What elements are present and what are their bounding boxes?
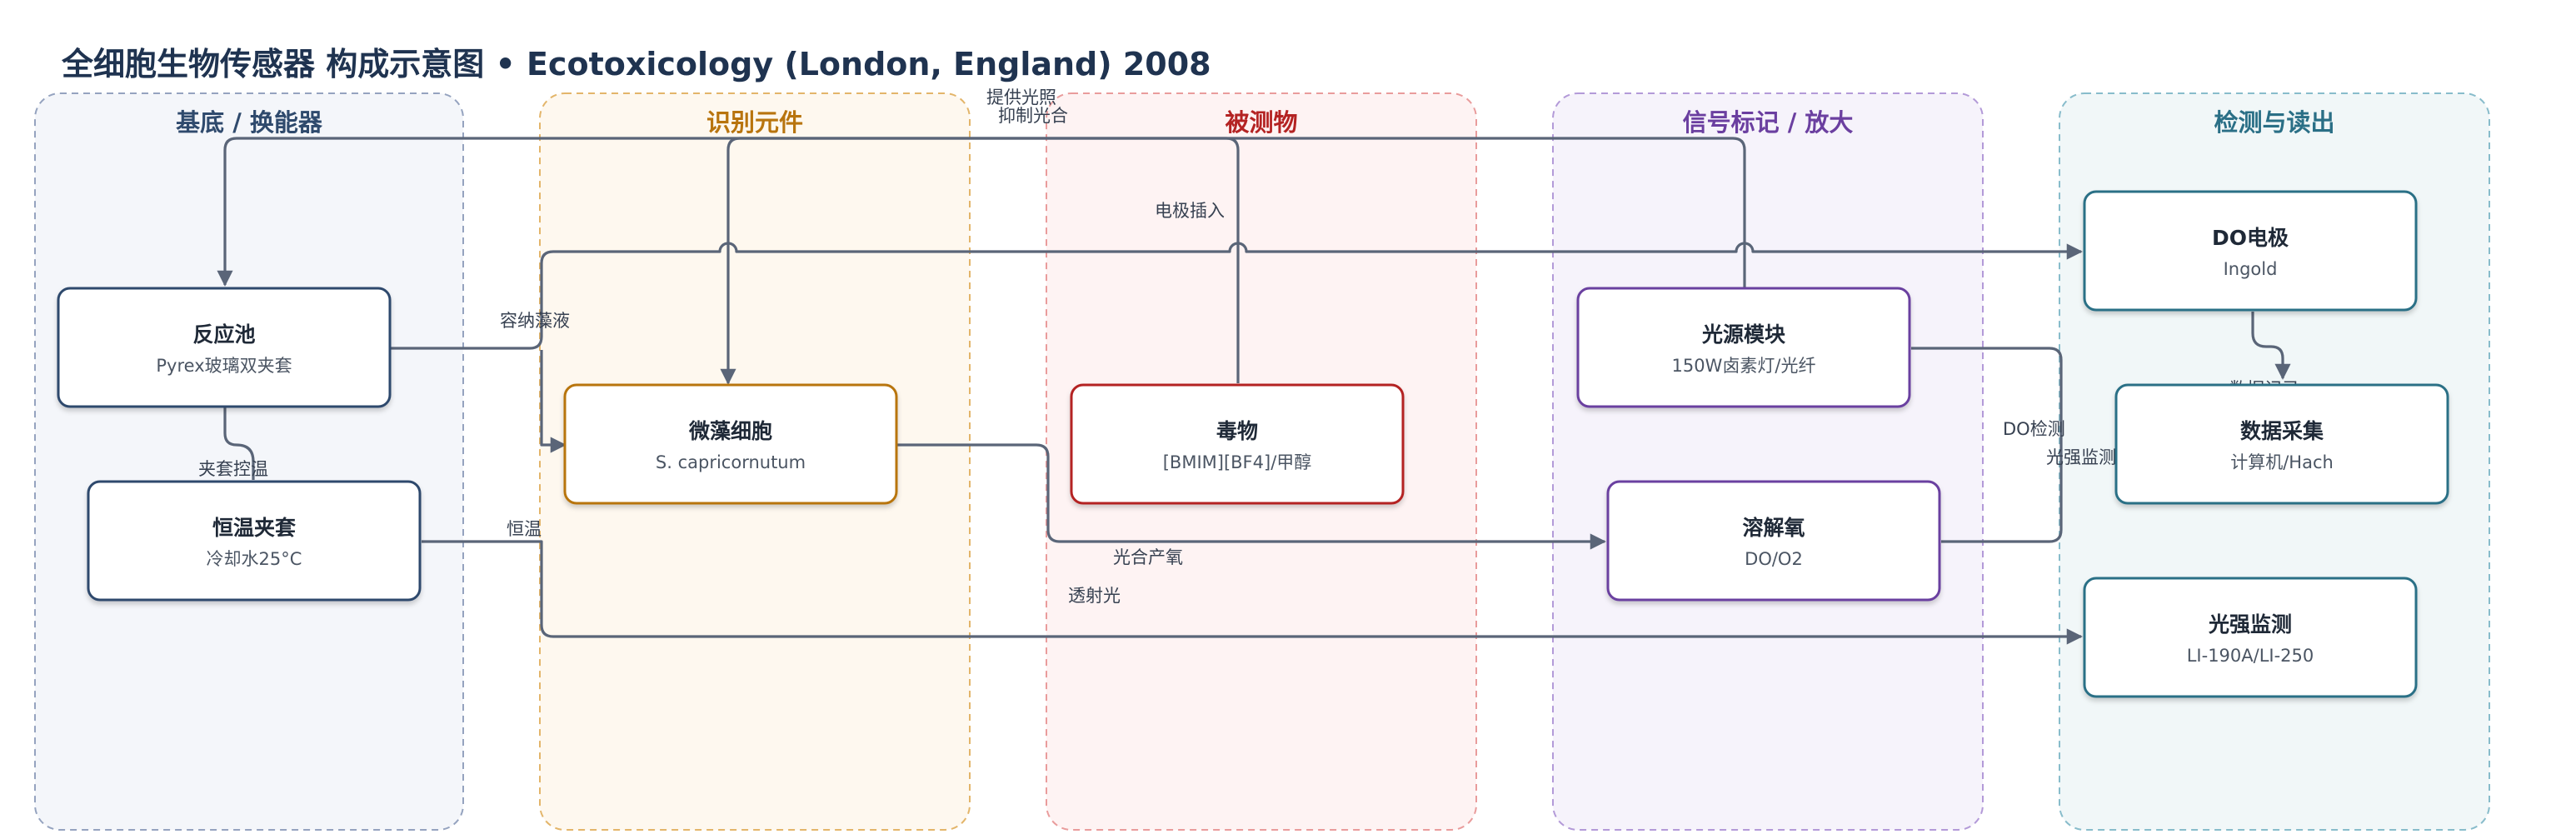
node-do-electrode-title: DO电极 (2212, 226, 2289, 250)
lane-readout-label: 检测与读出 (2214, 108, 2334, 137)
edge-label-provide-light: 提供光照 (986, 87, 1056, 107)
node-daq[interactable]: 数据采集 计算机/Hach (2114, 383, 2449, 505)
node-lightmeter-title: 光强监测 (2208, 612, 2292, 637)
edge-label-jacket-control: 夹套控温 (198, 459, 268, 479)
edge-label-thermostat: 恒温 (507, 519, 542, 539)
edges (217, 137, 2291, 645)
node-toxicant-title: 毒物 (1216, 419, 1258, 443)
node-jacket-sub: 冷却水25°C (207, 549, 302, 569)
edge-inhibit-photosynthesis (217, 137, 1240, 383)
edge-label-photosynthetic-oxygen: 光合产氧 (1113, 547, 1183, 567)
node-algae-title: 微藻细胞 (688, 419, 772, 443)
edge-thermostat (422, 540, 2083, 645)
edge-do-detection (1941, 467, 2063, 543)
lane-analyte-label: 被测物 (1225, 108, 1297, 137)
edge-photosynthetic-oxygen (896, 443, 1606, 550)
node-reactor-sub: Pyrex玻璃双夹套 (156, 356, 292, 376)
edge-electrode-insert (390, 242, 2083, 350)
node-algae-sub: S. capricornutum (656, 452, 806, 472)
lane-signal: 信号标记 / 放大 (1552, 92, 1984, 831)
node-light-title: 光源模块 (1701, 322, 1785, 347)
node-light-sub: 150W卤素灯/光纤 (1672, 356, 1816, 376)
edge-provide-light (720, 137, 1746, 385)
edge-light-monitoring (1911, 347, 2063, 467)
edge-label-light-monitoring: 光强监测 (2046, 447, 2116, 467)
node-reactor-title: 反应池 (192, 322, 255, 347)
lane-substrate: 基底 / 换能器 (34, 92, 464, 831)
edge-jacket-control (223, 407, 255, 480)
node-jacket[interactable]: 恒温夹套 冷却水25°C (87, 480, 422, 602)
node-jacket-title: 恒温夹套 (212, 516, 297, 540)
diagram-title: 全细胞生物传感器 构成示意图 • Ecotoxicology (London, … (61, 46, 1211, 82)
edge-contain-algae (540, 350, 567, 453)
edge-label-do-detection: DO检测 (2003, 419, 2065, 439)
node-do-electrode-sub: Ingold (2224, 259, 2278, 279)
edge-label-contain-algae: 容纳藻液 (500, 311, 570, 331)
node-lightmeter-sub: LI-190A/LI-250 (2187, 646, 2314, 666)
edge-label-inhibit-photosynthesis: 抑制光合 (998, 106, 1068, 126)
node-lightmeter[interactable]: 光强监测 LI-190A/LI-250 (2083, 577, 2418, 698)
node-do-electrode[interactable]: DO电极 Ingold (2083, 190, 2418, 312)
edge-label-electrode-insert: 电极插入 (1155, 201, 1225, 221)
node-toxicant[interactable]: 毒物 [BMIM][BF4]/甲醇 (1070, 383, 1405, 505)
lane-recognition-label: 识别元件 (706, 108, 803, 137)
node-algae[interactable]: 微藻细胞 S. capricornutum (563, 383, 898, 505)
node-daq-sub: 计算机/Hach (2230, 452, 2334, 472)
node-oxygen-sub: DO/O2 (1745, 549, 1803, 569)
edge-labels: 夹套控温 容纳藻液 恒温 提供光照 抑制光合 电极插入 光合产氧 透射光 DO检… (198, 87, 2299, 606)
node-light[interactable]: 光源模块 150W卤素灯/光纤 (1576, 287, 1911, 408)
node-oxygen[interactable]: 溶解氧 DO/O2 (1606, 480, 1941, 602)
node-oxygen-title: 溶解氧 (1742, 516, 1805, 540)
lane-substrate-label: 基底 / 换能器 (176, 108, 323, 137)
edge-data-recording (2251, 312, 2291, 380)
node-toxicant-sub: [BMIM][BF4]/甲醇 (1163, 452, 1312, 472)
edge-label-transmitted-light: 透射光 (1068, 586, 1121, 606)
lane-signal-label: 信号标记 / 放大 (1683, 108, 1854, 137)
node-reactor[interactable]: 反应池 Pyrex玻璃双夹套 (57, 287, 392, 408)
node-daq-title: 数据采集 (2240, 419, 2324, 443)
